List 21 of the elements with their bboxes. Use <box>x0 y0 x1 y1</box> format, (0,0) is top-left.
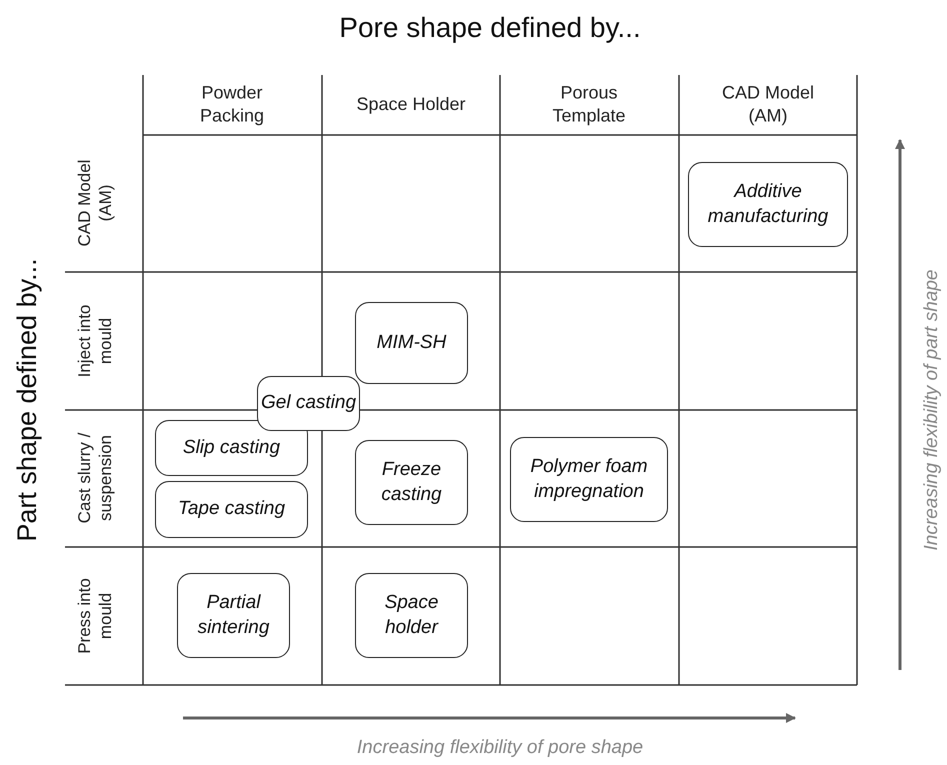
column-header: Porous Template <box>551 82 627 126</box>
process-box: Space holder <box>355 573 468 658</box>
process-box: Freeze casting <box>355 440 468 525</box>
column-header: Powder Packing <box>198 82 266 126</box>
column-header: Space Holder <box>355 92 467 116</box>
column-header: CAD Model (AM) <box>720 82 816 126</box>
process-box: Slip casting <box>155 420 308 476</box>
row-header: Press into mould <box>74 577 116 656</box>
row-header: CAD Model (AM) <box>74 158 116 248</box>
diagram-title: Pore shape defined by... <box>338 12 642 44</box>
row-header: Cast slurry / suspension <box>74 432 116 526</box>
row-header: Inject into mould <box>74 304 116 380</box>
axis-caption: Increasing flexibility of pore shape <box>356 736 644 760</box>
process-box: Additive manufacturing <box>688 162 848 247</box>
axis-caption: Increasing flexibility of part shape <box>920 268 944 552</box>
process-box: Tape casting <box>155 481 308 538</box>
process-box: Gel casting <box>257 376 360 431</box>
axis-title: Part shape defined by... <box>11 257 44 544</box>
process-box: Partial sintering <box>177 573 290 658</box>
process-box: MIM-SH <box>355 302 468 384</box>
process-box: Polymer foam impregnation <box>510 437 668 522</box>
